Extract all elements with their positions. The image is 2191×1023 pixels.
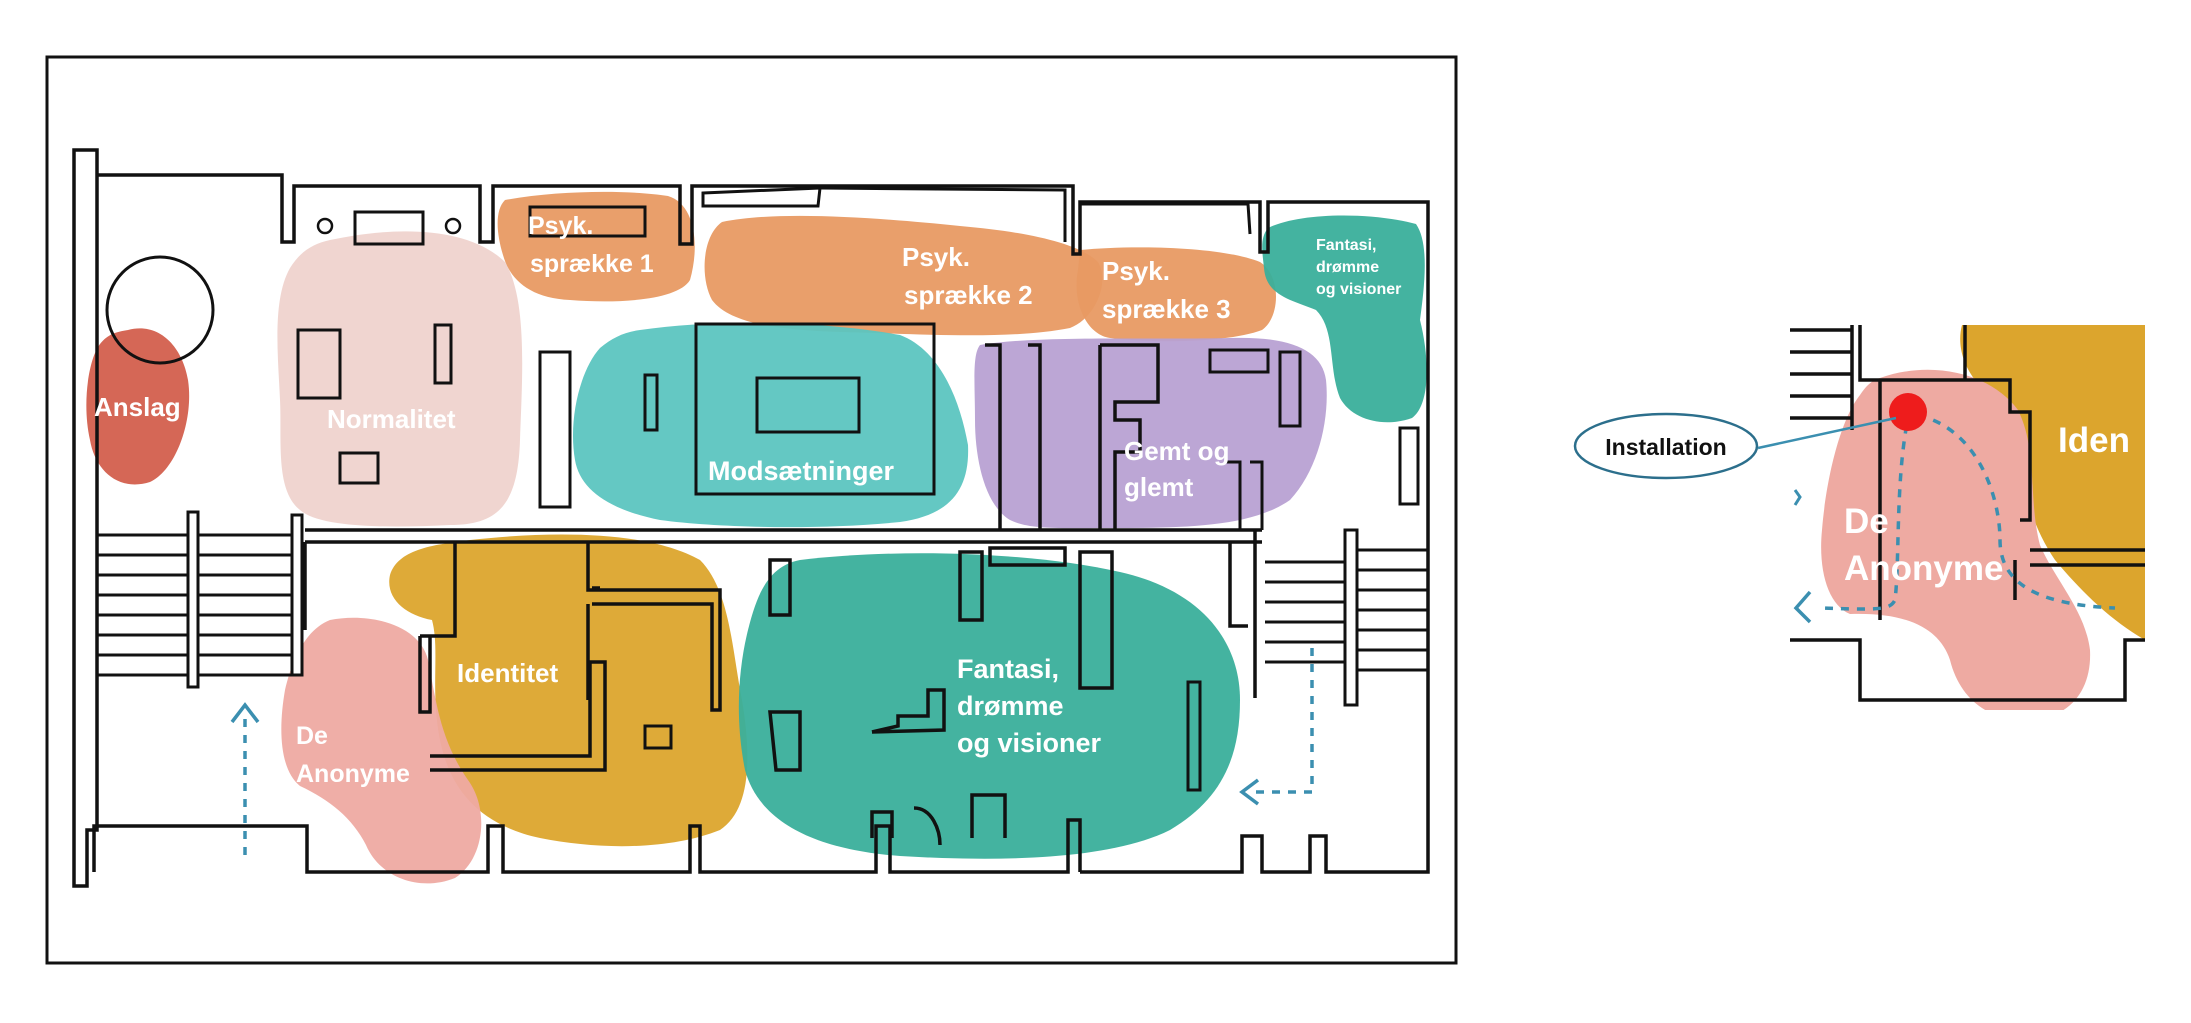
label-normalitet: Normalitet [327,404,456,434]
callout-connector [1757,416,1897,450]
label-gemt: Gemt og glemt [1124,436,1237,502]
zone-layer [86,191,1427,884]
zone-labels: Anslag Normalitet Psyk. sprække 1 Psyk. … [94,212,1401,788]
label-fantasi-small: Fantasi, drømme og visioner [1316,237,1401,298]
label-psyk1: Psyk. sprække 1 [528,212,654,278]
installation-callout[interactable] [1573,412,1759,480]
zone-anslag[interactable] [86,328,190,485]
installation-callout-label: Installation [1605,434,1726,460]
stairs-right [1228,528,1428,707]
label-identitet: Identitet [457,658,558,688]
stairs-left [97,510,304,689]
zone-fantasi-small[interactable] [1262,215,1427,423]
label-anonyme: De Anonyme [296,722,410,788]
detail-label-identitet: Iden [2058,421,2130,460]
installation-marker[interactable] [1889,393,1927,431]
zone-psyk3[interactable] [1076,247,1276,342]
detail-view: Installation De Anonyme Iden [1573,325,2145,720]
walls-layer [72,148,1430,888]
zone-fantasi-large[interactable] [738,553,1240,859]
detail-label-anonyme: De Anonyme [1844,502,2003,588]
label-modsaetninger: Modsætninger [708,456,894,486]
detail-zone-anonyme[interactable] [1821,369,2091,720]
zone-psyk2[interactable] [704,215,1103,336]
zone-normalitet[interactable] [277,231,523,527]
label-anslag: Anslag [94,392,181,422]
route-arrows [230,648,1314,855]
label-psyk3: Psyk. sprække 3 [1102,256,1231,324]
label-fantasi-large: Fantasi, drømme og visioner [957,654,1102,758]
label-psyk2: Psyk. sprække 2 [902,242,1033,310]
zone-modsaetninger[interactable] [572,322,969,528]
